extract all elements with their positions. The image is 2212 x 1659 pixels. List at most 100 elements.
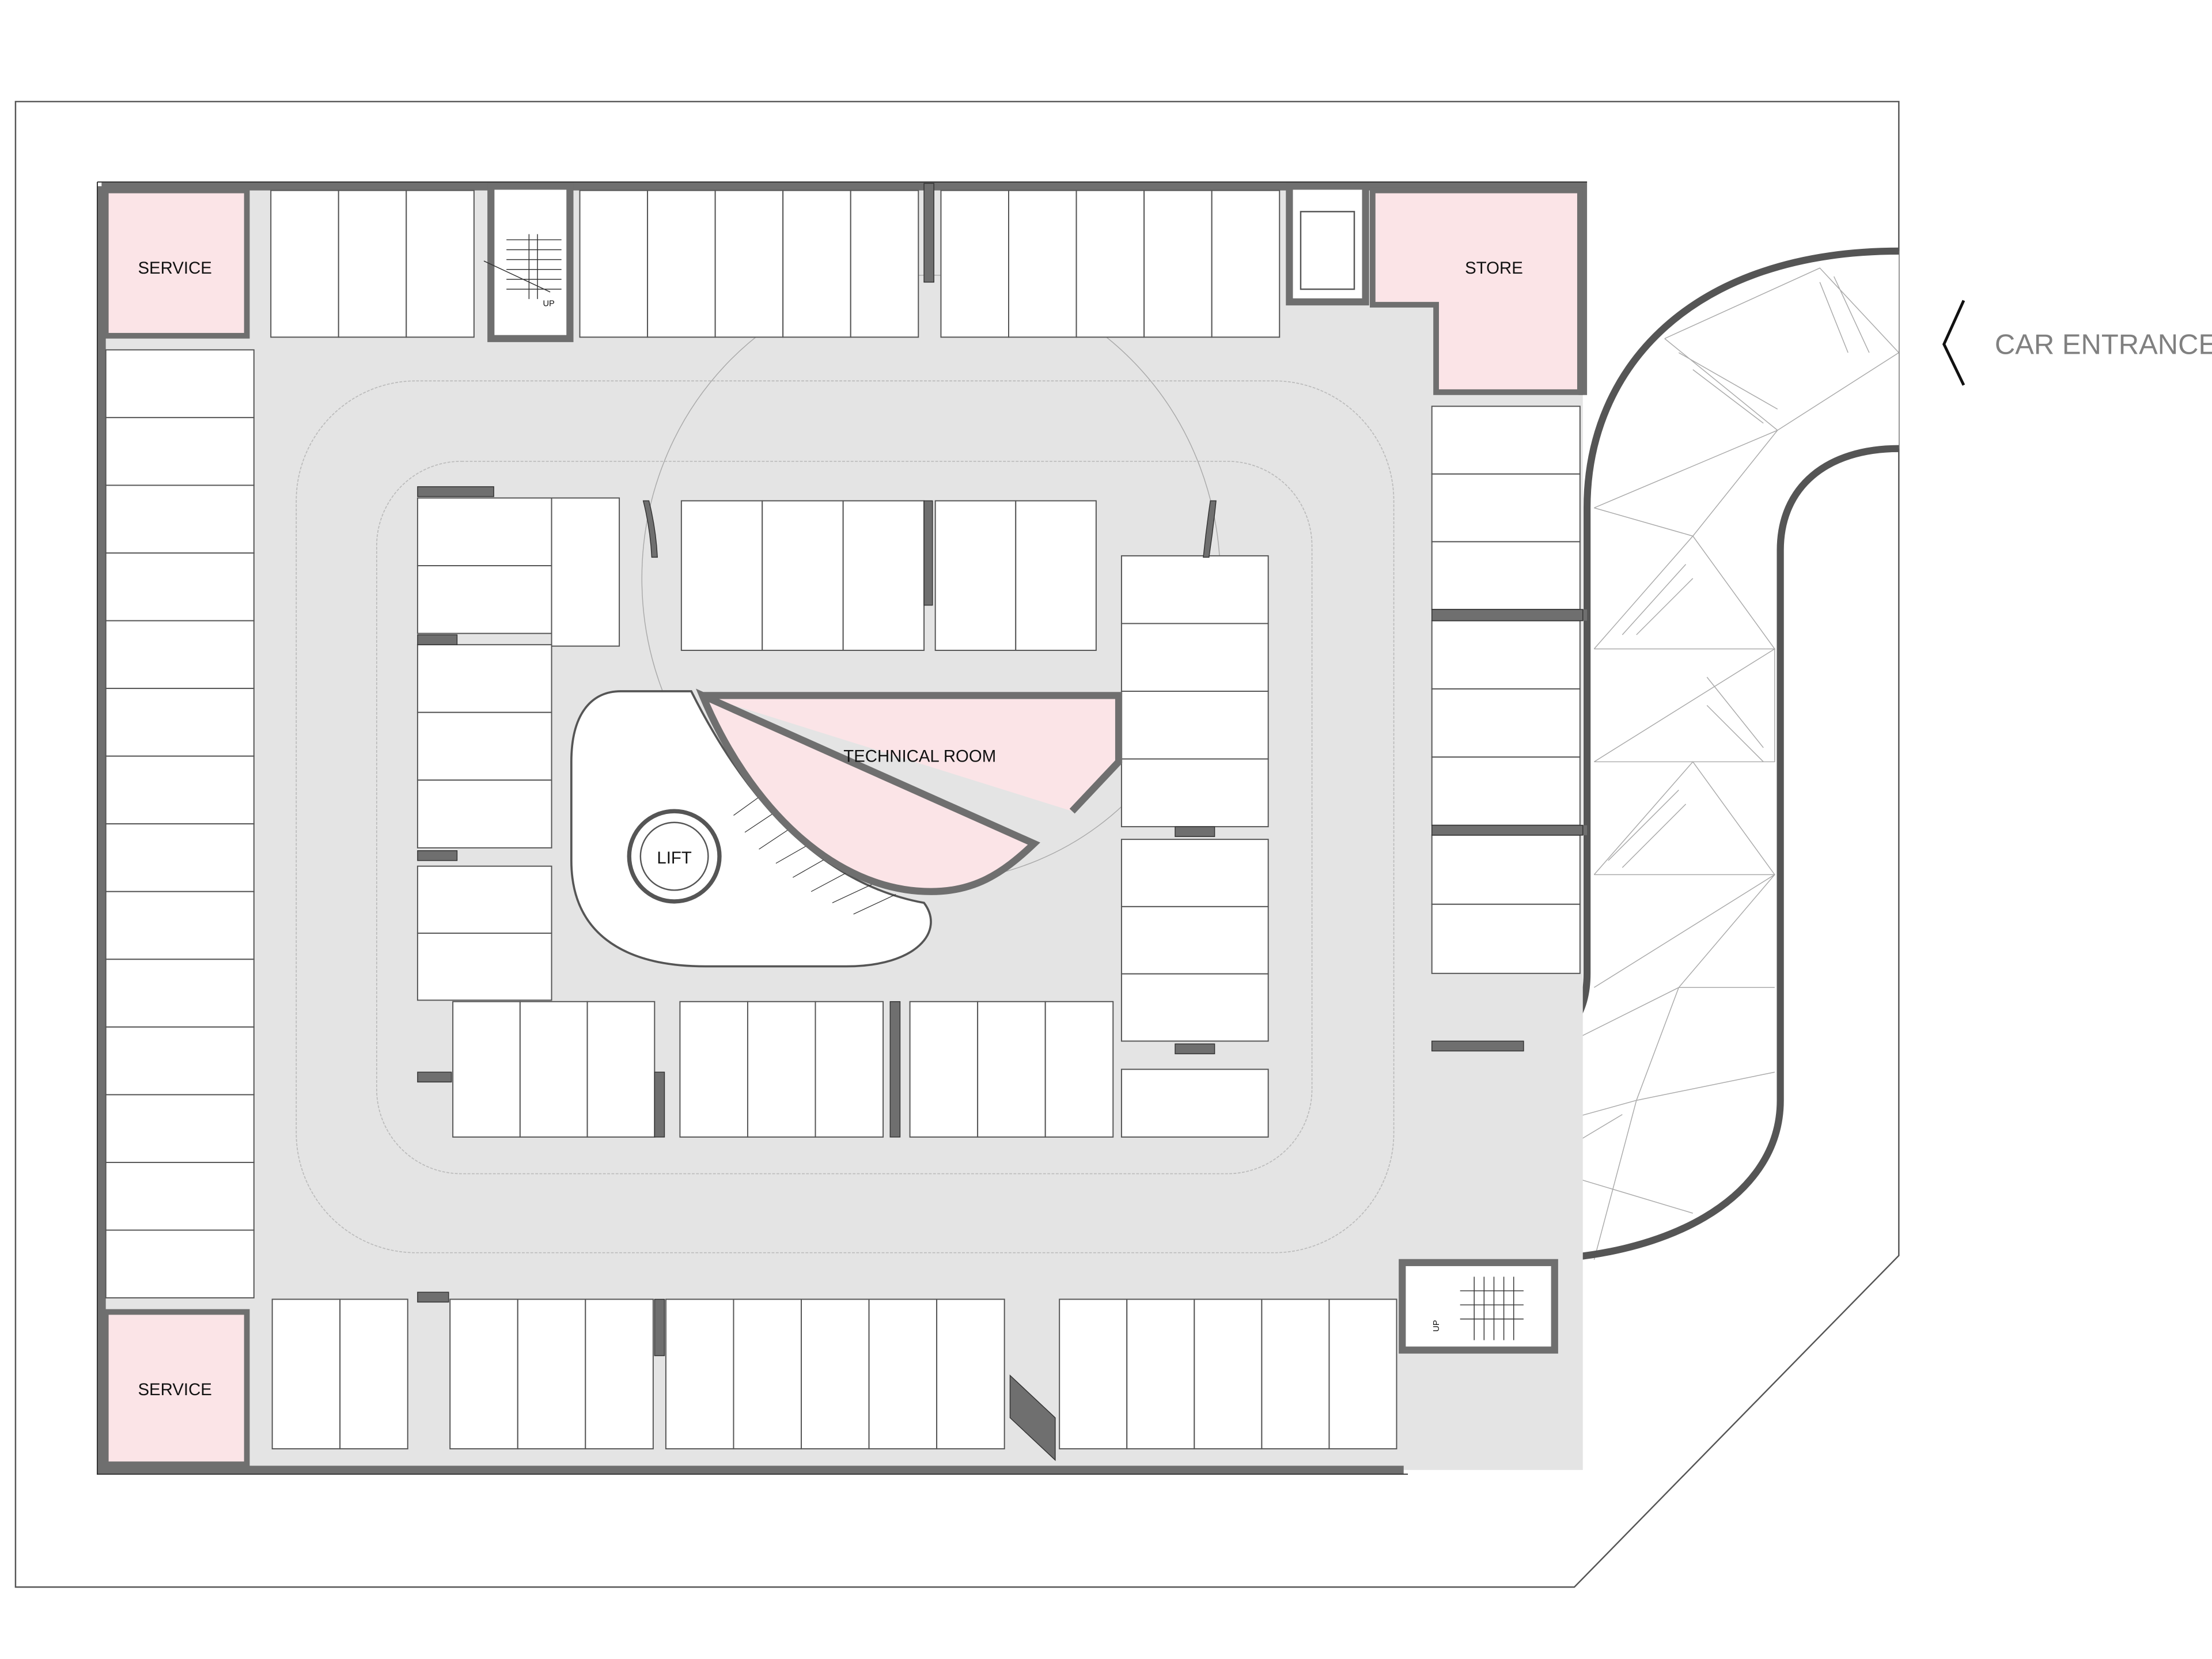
parking-stall — [1261, 1298, 1330, 1450]
stair-bottom-up-label: UP — [1432, 1320, 1441, 1332]
parking-stall — [1431, 620, 1581, 690]
parking-stall — [850, 190, 919, 338]
service-room-top — [103, 187, 250, 339]
parking-stall — [1431, 903, 1581, 974]
parking-stall — [452, 1001, 521, 1138]
parking-stall — [1120, 758, 1269, 828]
parking-stall — [579, 190, 649, 338]
parking-stall — [909, 1001, 979, 1138]
parking-stall — [1059, 1298, 1128, 1450]
parking-stall — [801, 1298, 870, 1450]
store-label: STORE — [1465, 259, 1523, 278]
parking-stall — [105, 823, 255, 892]
parking-stall — [1431, 541, 1581, 610]
parking-stall — [339, 1298, 408, 1450]
parking-stall — [1431, 406, 1581, 475]
parking-stall — [1126, 1298, 1195, 1450]
parking-stall — [782, 190, 851, 338]
parking-stall — [680, 500, 763, 651]
parking-stall — [270, 190, 339, 338]
parking-stall — [815, 1001, 884, 1138]
service-label-top: SERVICE — [138, 259, 211, 278]
parking-stall — [1008, 190, 1077, 338]
parking-stall — [1431, 834, 1581, 905]
parking-stall — [1120, 1069, 1269, 1138]
shaft-top — [1286, 183, 1369, 306]
parking-stall — [868, 1298, 938, 1450]
stair-top-up-label: UP — [543, 299, 555, 308]
parking-stall — [105, 1229, 255, 1299]
parking-stall — [585, 1298, 654, 1450]
parking-stall — [977, 1001, 1046, 1138]
parking-stall — [416, 865, 552, 934]
parking-stall — [416, 644, 552, 713]
parking-stall — [1015, 500, 1097, 651]
parking-stalls — [105, 190, 1581, 1450]
parking-stall — [105, 484, 255, 554]
parking-stall — [517, 1298, 586, 1450]
parking-stall — [416, 933, 552, 1001]
technical-room-label: TECHNICAL ROOM — [843, 747, 996, 766]
parking-stall — [1328, 1298, 1397, 1450]
parking-stall — [940, 190, 1009, 338]
parking-stall — [416, 565, 552, 634]
parking-stall — [1120, 623, 1269, 692]
parking-stall — [679, 1001, 748, 1138]
parking-stall — [1075, 190, 1145, 338]
parking-stall — [519, 1001, 588, 1138]
lift-label: LIFT — [657, 849, 691, 868]
parking-stall — [934, 500, 1017, 651]
parking-stall — [665, 1298, 734, 1450]
service-label-bottom: SERVICE — [138, 1380, 211, 1399]
parking-stall — [733, 1298, 802, 1450]
parking-stall — [1120, 906, 1269, 975]
parking-stall — [586, 1001, 656, 1138]
parking-stall — [551, 497, 620, 647]
parking-stall — [105, 620, 255, 690]
parking-stall — [338, 190, 407, 338]
stair-top — [487, 183, 574, 342]
parking-stall — [647, 190, 716, 338]
parking-stall — [105, 755, 255, 825]
parking-stall — [449, 1298, 518, 1450]
parking-stall — [406, 190, 475, 338]
parking-stall — [1120, 555, 1269, 624]
car-entrance-label: CAR ENTRANCE — [1995, 329, 2212, 361]
parking-stall — [1120, 691, 1269, 760]
parking-stall — [842, 500, 925, 651]
interior-walls — [417, 183, 1584, 1461]
shaft-inner — [1300, 211, 1355, 290]
parking-stall — [762, 500, 844, 651]
parking-stall — [105, 1094, 255, 1163]
technical-room — [696, 688, 1123, 895]
lift-shaft — [627, 809, 722, 904]
entrance-arrow-icon — [1942, 300, 1965, 386]
parking-stall — [747, 1001, 816, 1138]
parking-stall — [1431, 688, 1581, 758]
parking-stall — [1431, 756, 1581, 826]
parking-stall — [1143, 190, 1213, 338]
parking-stall — [1431, 473, 1581, 543]
driving-loop-inner — [376, 460, 1313, 1175]
parking-stall — [271, 1298, 341, 1450]
parking-stall — [1044, 1001, 1114, 1138]
parking-stall — [105, 891, 255, 960]
service-room-bottom — [103, 1309, 250, 1467]
parking-stall — [105, 688, 255, 757]
parking-stall — [105, 416, 255, 486]
exterior-wall — [97, 181, 1588, 1475]
parking-stall — [936, 1298, 1005, 1450]
parking-stall — [416, 779, 552, 849]
parking-stall — [105, 349, 255, 418]
parking-stall — [1120, 839, 1269, 907]
driving-loop-outer — [296, 380, 1395, 1253]
store-room — [1369, 187, 1583, 395]
parking-stall — [714, 190, 784, 338]
parking-stall — [1120, 973, 1269, 1042]
parking-stall — [1211, 190, 1281, 338]
parking-stall — [105, 959, 255, 1028]
parking-stall — [416, 497, 552, 567]
parking-stall — [1194, 1298, 1263, 1450]
parking-stall — [416, 711, 552, 781]
